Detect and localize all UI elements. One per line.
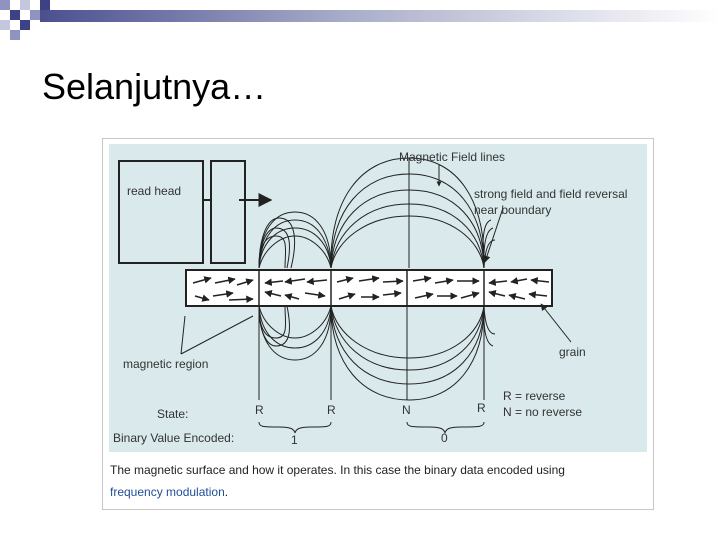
figure-frame: read head Magnetic Field lines strong fi… [102, 138, 654, 510]
field-lines-above [258, 157, 496, 269]
binary-value-label: Binary Value Encoded: [113, 431, 234, 445]
frequency-modulation-link[interactable]: frequency modulation [110, 485, 225, 499]
state-label: State: [157, 407, 188, 421]
read-head-label: read head [127, 184, 181, 198]
state-value: R [255, 403, 264, 417]
grain-pointer [540, 303, 572, 343]
bit-brace [258, 421, 332, 434]
caption-text: The magnetic surface and how it operates… [110, 463, 565, 477]
grain-label: grain [559, 345, 586, 359]
figure-caption: The magnetic surface and how it operates… [110, 459, 650, 503]
caption-end: . [224, 485, 229, 499]
bit-brace [406, 421, 485, 434]
bit-value: 0 [441, 431, 448, 445]
field-lines-label: Magnetic Field lines [399, 150, 505, 164]
state-boundary-lines [258, 306, 485, 400]
magnetic-strip [185, 269, 553, 307]
read-head [118, 160, 246, 264]
state-value: N [402, 403, 411, 417]
grain-arrows [192, 275, 550, 304]
magnetic-region-pointer [180, 315, 186, 355]
reversal-label-line1: strong field and field reversal [474, 187, 627, 201]
magnetic-recording-diagram: read head Magnetic Field lines strong fi… [109, 144, 647, 452]
reversal-label-line2: near boundary [474, 203, 551, 217]
reversal-pointer [483, 207, 504, 263]
field-lines-below [258, 305, 496, 401]
legend-reverse: R = reverse [503, 389, 566, 403]
magnetic-region-label: magnetic region [123, 357, 208, 371]
magnetic-region-pointer-2 [180, 315, 254, 355]
bit-value: 1 [291, 433, 298, 447]
state-value: R [327, 403, 336, 417]
state-value: R [477, 401, 486, 415]
decorative-header-squares [0, 0, 720, 40]
slide-title: Selanjutnya… [42, 66, 267, 107]
legend-no-reverse: N = no reverse [503, 405, 582, 419]
